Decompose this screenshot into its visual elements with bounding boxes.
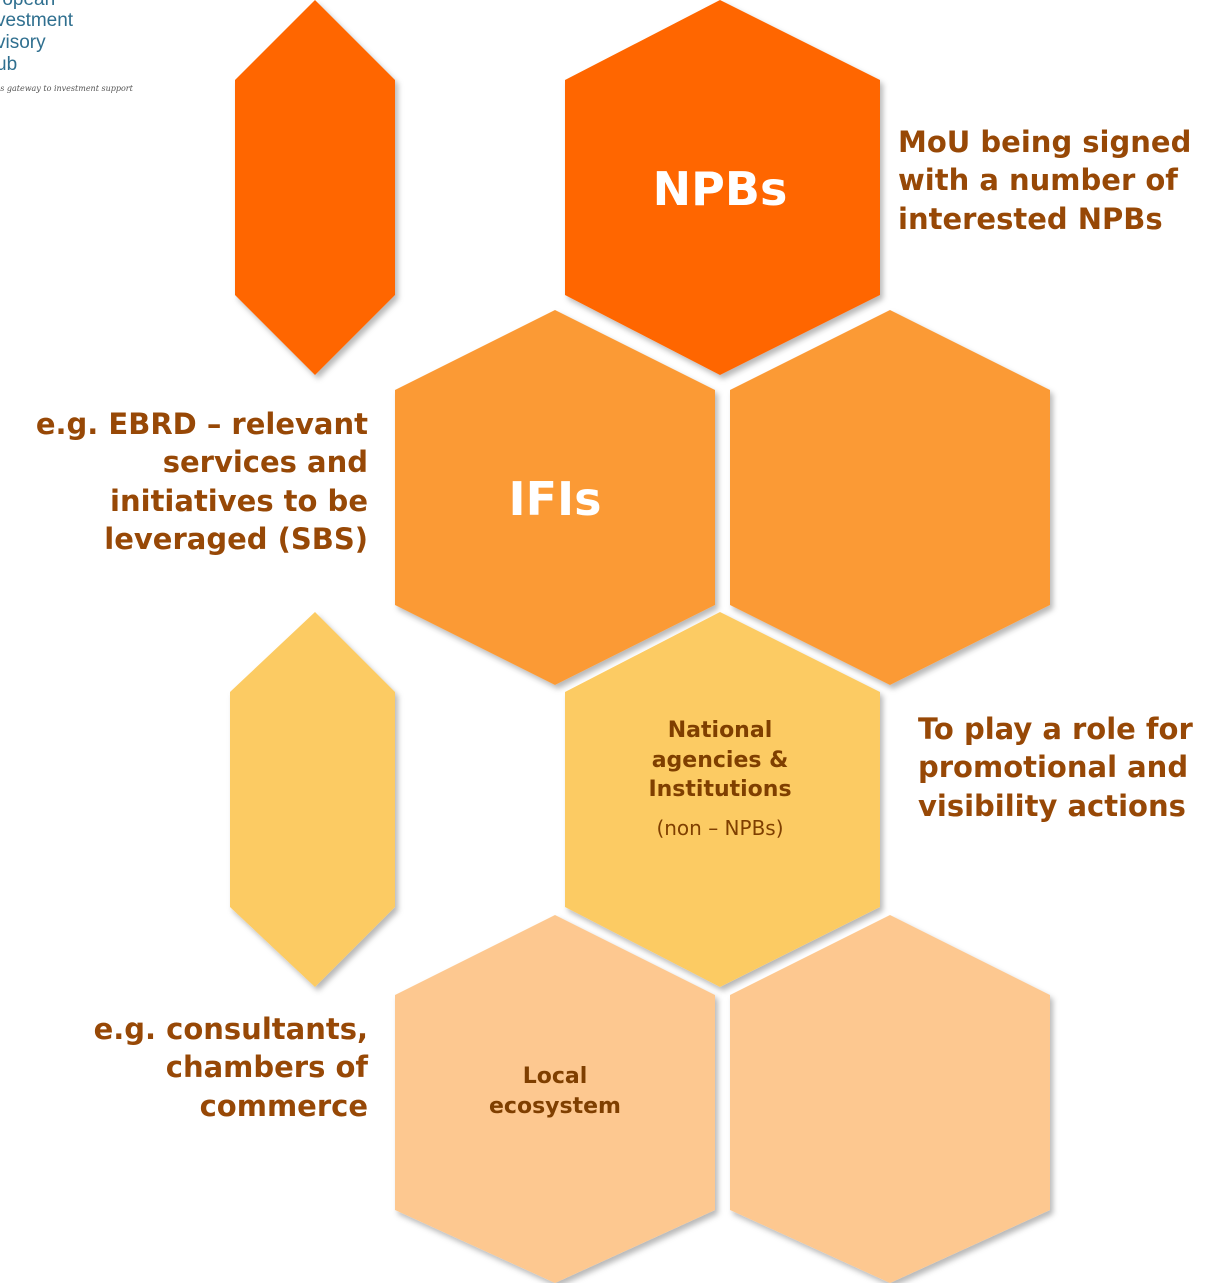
- hex-npb-label: NPBs: [652, 162, 788, 216]
- hex-ifi-right: [730, 310, 1050, 685]
- hex-ifi-main: [395, 310, 715, 685]
- note-ifis: e.g. EBRD – relevant services and initia…: [36, 405, 368, 558]
- hex-ifi-label: IFIs: [508, 472, 602, 526]
- note-ifis-line-3: initiatives to be: [110, 483, 368, 518]
- note-local: e.g. consultants, chambers of commerce: [94, 1010, 368, 1125]
- hex-local-main: [395, 915, 715, 1283]
- logo-tagline: 's gateway to investment support: [0, 84, 133, 93]
- hex-npb-main: [565, 0, 880, 375]
- note-ifis-line-2: services and: [162, 445, 368, 480]
- hex-npb-left: [235, 0, 395, 375]
- note-national: To play a role for promotional and visib…: [918, 710, 1193, 825]
- note-national-line-2: promotional and: [918, 750, 1189, 785]
- note-ifis-line-4: leveraged (SBS): [104, 521, 368, 556]
- hex-national-main: [565, 612, 880, 987]
- hex-national-label: National agencies & Institutions (non – …: [620, 716, 820, 842]
- note-local-line-2: chambers of: [165, 1050, 368, 1085]
- note-npbs-line-1: MoU being signed: [898, 125, 1192, 159]
- note-local-line-3: commerce: [199, 1088, 368, 1123]
- note-npbs: MoU being signed with a number of intere…: [898, 123, 1191, 238]
- note-local-line-1: e.g. consultants,: [93, 1012, 368, 1046]
- hex-national-left: [230, 612, 395, 987]
- note-national-line-3: visibility actions: [918, 788, 1186, 823]
- hex-national-title: National agencies & Institutions: [648, 718, 792, 803]
- hex-local-label: Local ecosystem: [489, 1064, 621, 1119]
- note-npbs-line-2: with a number of: [898, 163, 1178, 198]
- logo-line-1: ropean: [0, 0, 55, 9]
- eiah-logo: ropean vestment visory ub 's gateway to …: [0, 0, 160, 100]
- note-ifis-line-1: e.g. EBRD – relevant: [35, 407, 368, 441]
- hex-local-right: [730, 915, 1050, 1283]
- note-national-line-1: To play a role for: [918, 712, 1193, 746]
- logo-line-3: visory: [0, 32, 46, 53]
- logo-line-4: ub: [0, 54, 18, 75]
- hex-national-sublabel: (non – NPBs): [656, 816, 784, 841]
- logo-line-2: vestment: [0, 10, 74, 31]
- note-npbs-line-3: interested NPBs: [898, 201, 1163, 236]
